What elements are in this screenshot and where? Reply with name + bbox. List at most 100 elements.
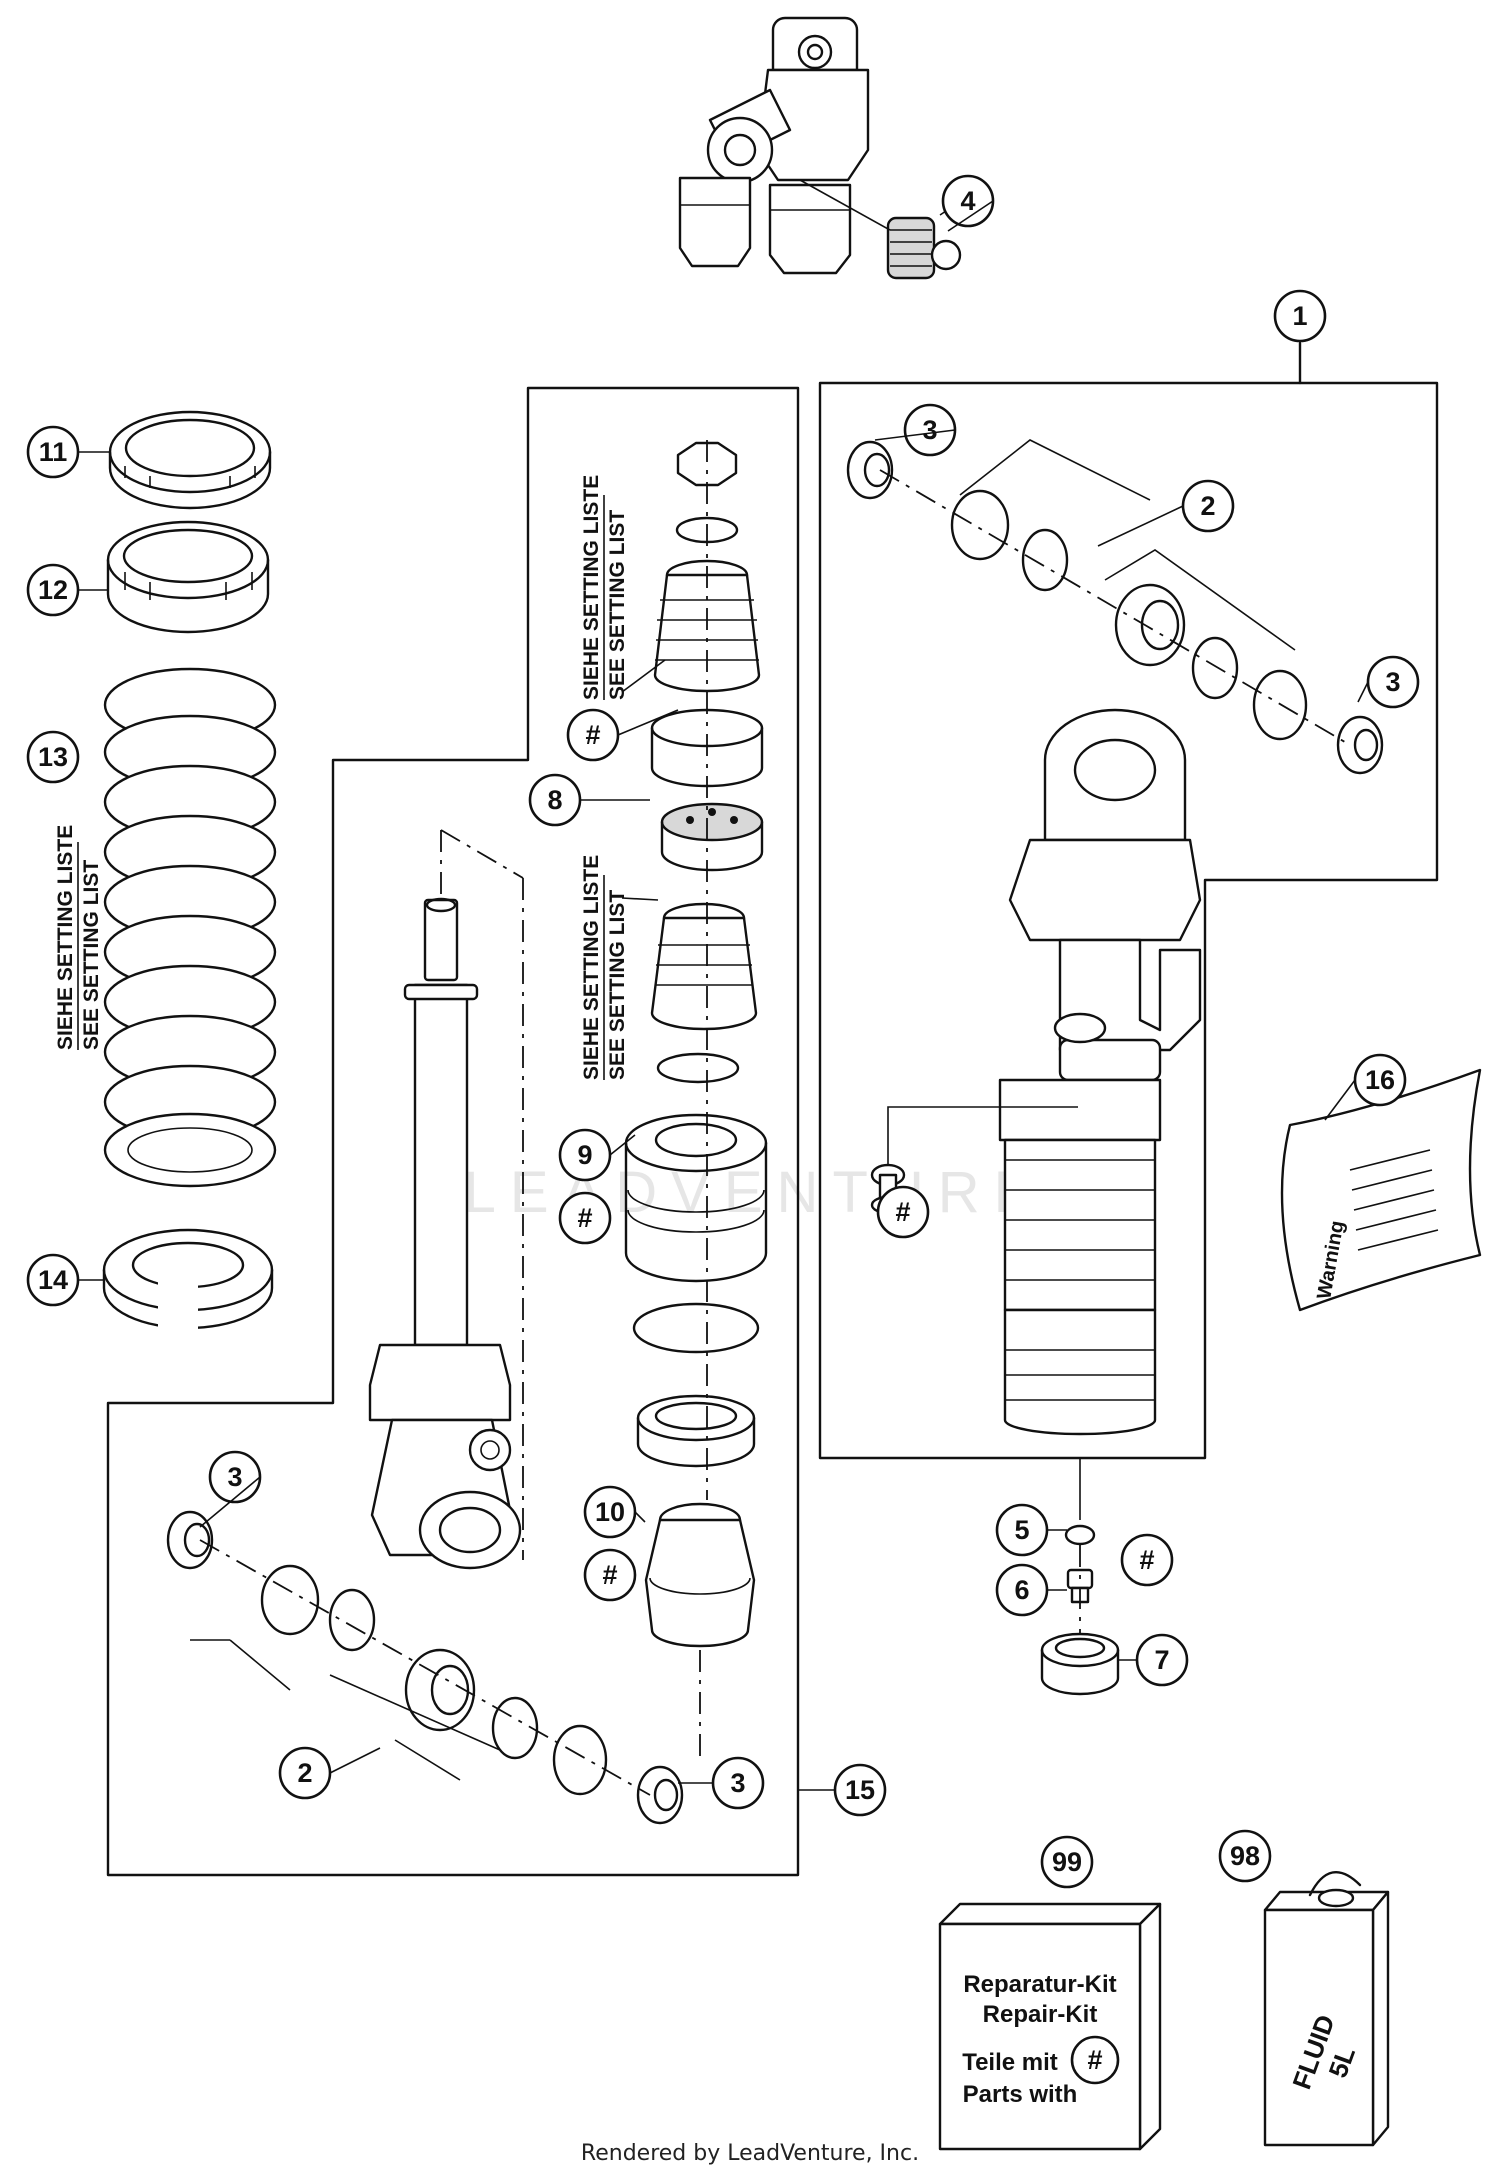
svg-text:98: 98 (1230, 1841, 1260, 1871)
bearing (404, 1648, 476, 1732)
circlip-ring (632, 1302, 760, 1354)
setting-list-label-de: SIEHE SETTING LISTE (54, 825, 77, 1050)
dust-seal-lower-right (636, 1765, 684, 1825)
callout-2: 2 (1181, 479, 1235, 533)
callout-3: 3 (1366, 655, 1420, 709)
shim-ring (260, 1564, 320, 1636)
repair-kit-marker: # (583, 1548, 637, 1602)
callout-1: 1 (1273, 289, 1327, 343)
watermark: LEADVENTURE (464, 1160, 1047, 1225)
circlip (1191, 636, 1239, 700)
setting-list-label-de: SIEHE SETTING LISTE (580, 475, 603, 700)
dust-seal-upper (846, 440, 894, 500)
callout-7: 7 (1135, 1633, 1189, 1687)
circlip (1021, 528, 1069, 592)
svg-text:10: 10 (595, 1497, 625, 1527)
svg-text:16: 16 (1365, 1065, 1395, 1095)
repair-kit-line2: Repair-Kit (983, 2001, 1098, 2028)
svg-text:99: 99 (1052, 1847, 1082, 1877)
shim-ring (950, 489, 1010, 561)
shock-body (998, 708, 1202, 1436)
rod-end-clevis (368, 1343, 522, 1570)
cap-ring (636, 1394, 756, 1468)
cap-7 (1040, 1632, 1120, 1696)
repair-kit-marker: # (566, 708, 620, 762)
svg-text:#: # (1139, 1545, 1154, 1575)
callout-10: 10 (583, 1485, 637, 1539)
compression-adjuster (799, 179, 962, 280)
callout-13: 13 (26, 730, 80, 784)
shim-ring (552, 1724, 608, 1796)
dust-seal-right (1336, 715, 1384, 775)
svg-text:8: 8 (547, 785, 562, 815)
setting-list-label-en: SEE SETTING LIST (80, 860, 103, 1050)
setting-list-note-lower: SIEHE SETTING LISTE SEE SETTING LIST (580, 855, 629, 1080)
repair-kit-symbol: # (1087, 2045, 1102, 2075)
footer-credit: Rendered by LeadVenture, Inc. (581, 2141, 919, 2166)
repair-kit-box: Reparatur-Kit Repair-Kit Teile mit Parts… (938, 1902, 1162, 2151)
repair-kit-marker: # (876, 1185, 930, 1239)
svg-text:15: 15 (845, 1775, 875, 1805)
svg-text:11: 11 (39, 437, 68, 467)
adjusting-nut-11 (108, 410, 272, 510)
shim-stack-lower (650, 902, 758, 1084)
callout-2: 2 (278, 1746, 332, 1800)
lock-nut-12 (106, 520, 270, 634)
svg-text:2: 2 (1200, 491, 1215, 521)
valve-6 (1066, 1568, 1094, 1604)
callout-3: 3 (903, 403, 957, 457)
svg-text:13: 13 (38, 742, 68, 772)
callout-14: 14 (26, 1253, 80, 1307)
spring-13 (103, 667, 277, 1188)
warning-label-16: Warning (1280, 1068, 1482, 1312)
svg-text:3: 3 (922, 415, 937, 445)
piston-rod (403, 897, 479, 1347)
callout-9: 9 (558, 1128, 612, 1182)
callout-6: 6 (995, 1563, 1049, 1617)
circlip (328, 1588, 376, 1652)
spring-retainer-14 (102, 1228, 274, 1338)
setting-list-label-de: SIEHE SETTING LISTE (580, 855, 603, 1080)
svg-text:7: 7 (1154, 1645, 1169, 1675)
svg-text:3: 3 (730, 1768, 745, 1798)
svg-text:#: # (602, 1560, 617, 1590)
callout-11: 11 (26, 425, 80, 479)
repair-kit-line4: Parts with (963, 2081, 1078, 2108)
svg-text:14: 14 (38, 1265, 68, 1295)
callout-3: 3 (208, 1450, 262, 1504)
bump-rubber-10 (644, 1502, 756, 1648)
callout-98: 98 (1218, 1829, 1272, 1883)
svg-text:4: 4 (960, 186, 975, 216)
repair-kit-line3: Teile mit (962, 2049, 1058, 2076)
setting-list-label-en: SEE SETTING LIST (606, 510, 629, 700)
svg-text:9: 9 (577, 1140, 592, 1170)
dust-seal-lower-left (166, 1510, 214, 1570)
o-ring-5 (1064, 1524, 1096, 1546)
shock-body-group-border (818, 381, 1439, 1460)
callout-15: 15 (833, 1763, 887, 1817)
fluid-can: FLUID 5L (1263, 1870, 1390, 2147)
svg-text:3: 3 (227, 1462, 242, 1492)
svg-text:6: 6 (1014, 1575, 1029, 1605)
callout-3: 3 (711, 1756, 765, 1810)
callout-99: 99 (1040, 1835, 1094, 1889)
callout-4: 4 (941, 174, 995, 228)
setting-list-note-upper: SIEHE SETTING LISTE SEE SETTING LIST (580, 475, 629, 700)
piston-8 (660, 802, 764, 872)
svg-text:#: # (895, 1197, 910, 1227)
callout-16: 16 (1353, 1053, 1407, 1107)
svg-text:5: 5 (1014, 1515, 1029, 1545)
circlip (491, 1696, 539, 1760)
svg-text:12: 12 (38, 575, 68, 605)
reservoir-head-assembly (678, 16, 870, 275)
repair-kit-marker: # (1120, 1533, 1174, 1587)
svg-text:#: # (577, 1203, 592, 1233)
setting-list-label-en: SEE SETTING LIST (606, 890, 629, 1080)
repair-kit-marker: # (558, 1191, 612, 1245)
top-out-spacer-stack (650, 441, 764, 788)
svg-text:#: # (585, 720, 600, 750)
repair-kit-line1: Reparatur-Kit (963, 1971, 1116, 1998)
callout-12: 12 (26, 563, 80, 617)
svg-text:1: 1 (1292, 301, 1307, 331)
